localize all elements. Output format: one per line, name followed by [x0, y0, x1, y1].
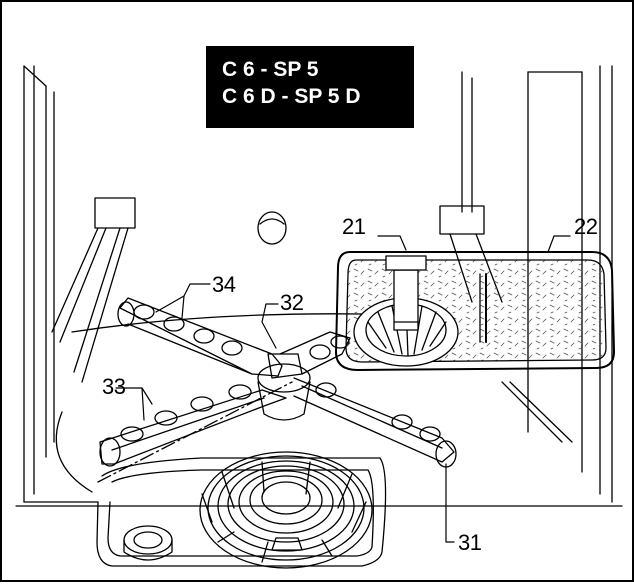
model-label-line-2: C 6 D - SP 5 D [222, 85, 361, 108]
callout-leaders [115, 235, 571, 543]
drain-cup [123, 525, 173, 561]
sump-filter [199, 451, 373, 569]
callout-34: 34 [212, 272, 236, 297]
callout-31: 31 [458, 530, 482, 555]
rack-rail-left [51, 197, 136, 383]
model-label-line-1: C 6 - SP 5 [222, 58, 319, 81]
fine-filter-tray [335, 251, 615, 371]
callout-21: 21 [342, 214, 366, 239]
callout-33: 33 [102, 374, 126, 399]
callout-32: 32 [280, 290, 304, 315]
tub-floor [15, 313, 623, 567]
model-label-box: C 6 - SP 5 C 6 D - SP 5 D [206, 46, 414, 128]
callout-22: 22 [574, 214, 598, 239]
tub-left-wall [23, 65, 55, 503]
spray-arm [99, 297, 457, 468]
drain-plug [257, 211, 287, 245]
